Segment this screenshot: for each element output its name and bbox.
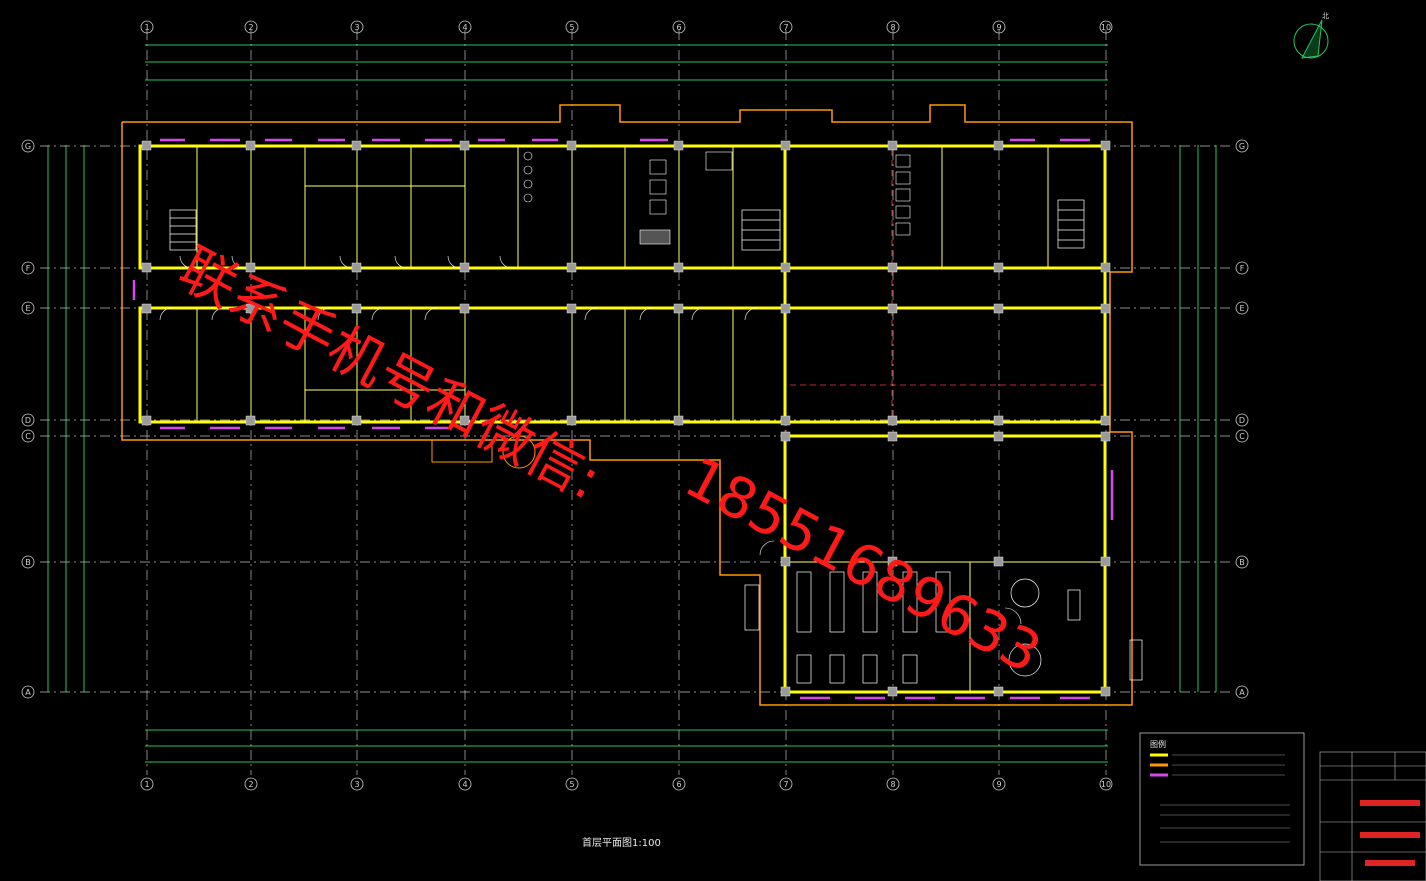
svg-text:9: 9 <box>996 23 1001 32</box>
svg-text:4: 4 <box>462 780 467 789</box>
svg-text:9: 9 <box>996 780 1001 789</box>
dining-tables <box>744 571 1143 684</box>
svg-text:8: 8 <box>890 23 895 32</box>
svg-text:5: 5 <box>569 23 574 32</box>
svg-text:A: A <box>1239 688 1245 697</box>
grid-bubble-icon <box>21 20 1249 791</box>
dimension-lines <box>47 44 1217 763</box>
windows <box>132 138 1114 700</box>
building-outline <box>121 104 1133 706</box>
svg-text:6: 6 <box>676 780 681 789</box>
svg-text:8: 8 <box>890 780 895 789</box>
stair-icon <box>169 199 1085 251</box>
svg-text:1: 1 <box>144 780 149 789</box>
svg-text:1: 1 <box>144 23 149 32</box>
legend-heading: 图例 <box>1150 740 1166 749</box>
north-arrow-icon <box>1293 19 1329 59</box>
title-block <box>1319 751 1426 881</box>
fixtures <box>523 151 911 245</box>
svg-text:7: 7 <box>783 23 788 32</box>
svg-text:2: 2 <box>248 780 253 789</box>
columns <box>141 140 1111 697</box>
svg-text:4: 4 <box>462 23 467 32</box>
svg-text:C: C <box>1239 432 1245 441</box>
legend-box <box>1139 732 1305 866</box>
svg-text:7: 7 <box>783 780 788 789</box>
svg-text:D: D <box>25 416 31 425</box>
grid-labels-top: 1 2 3 4 5 6 7 8 9 10 <box>144 23 1111 32</box>
grid-labels-right: G F E D C B A <box>1239 142 1245 697</box>
svg-text:10: 10 <box>1101 780 1111 789</box>
north-label: 北 <box>1322 12 1329 20</box>
svg-text:E: E <box>25 304 30 313</box>
grid-labels-bottom: 1 2 3 4 5 6 7 8 9 10 <box>144 780 1111 789</box>
svg-text:E: E <box>1239 304 1244 313</box>
svg-text:5: 5 <box>569 780 574 789</box>
partitions <box>196 146 1105 692</box>
drawing-caption: 首层平面图1:100 <box>582 838 661 849</box>
grid-labels-left: G F E D C B A <box>25 142 31 697</box>
axis-grid <box>40 30 1230 775</box>
svg-text:10: 10 <box>1101 23 1111 32</box>
walls <box>138 144 1107 694</box>
svg-text:F: F <box>1240 264 1245 273</box>
svg-text:F: F <box>26 264 31 273</box>
svg-text:B: B <box>1239 558 1245 567</box>
svg-text:G: G <box>1239 142 1245 151</box>
svg-text:C: C <box>25 432 31 441</box>
svg-text:A: A <box>25 688 31 697</box>
svg-text:3: 3 <box>354 23 359 32</box>
svg-text:6: 6 <box>676 23 681 32</box>
entrance <box>431 435 536 469</box>
svg-text:3: 3 <box>354 780 359 789</box>
svg-text:B: B <box>25 558 31 567</box>
svg-text:G: G <box>25 142 31 151</box>
svg-text:D: D <box>1239 416 1245 425</box>
door-swing-icon <box>159 255 1022 625</box>
svg-text:2: 2 <box>248 23 253 32</box>
